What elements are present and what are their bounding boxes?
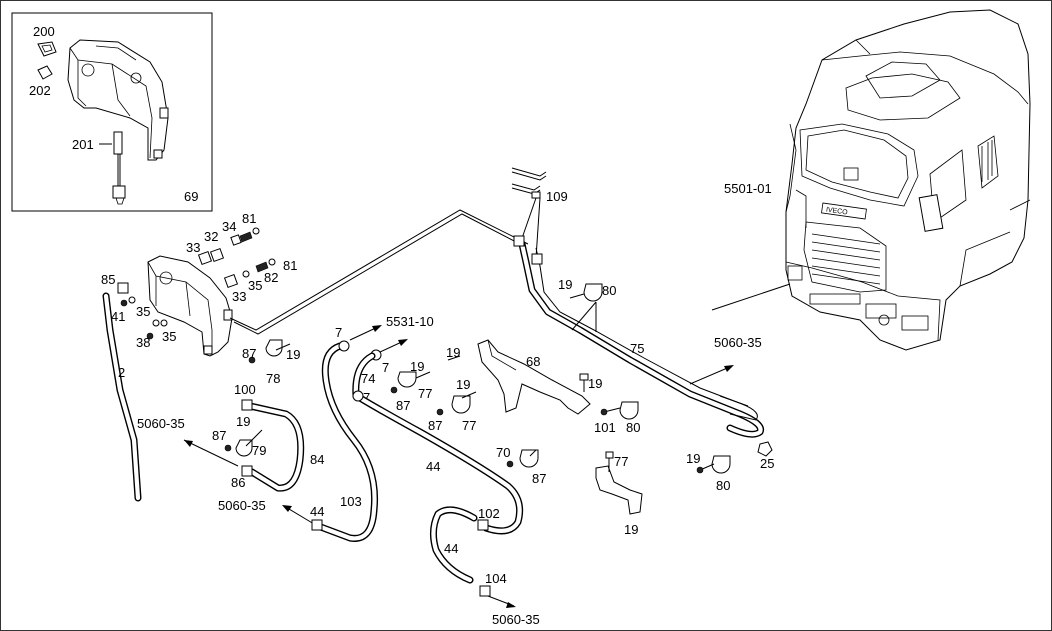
label-70: 44 bbox=[426, 459, 440, 474]
label-19-c: 19 bbox=[410, 359, 424, 374]
pipe-75 bbox=[518, 240, 765, 438]
clip-109 bbox=[511, 167, 547, 265]
label-80-b: 80 bbox=[602, 283, 616, 298]
label-19-e: 19 bbox=[456, 377, 470, 392]
label-68: 68 bbox=[526, 354, 540, 369]
label-80-c: 80 bbox=[716, 478, 730, 493]
label-201: 201 bbox=[72, 137, 94, 152]
label-78: 78 bbox=[266, 371, 280, 386]
label-84: 84 bbox=[310, 452, 324, 467]
label-44-b: 102 bbox=[478, 506, 500, 521]
label-87-d: 87 bbox=[428, 418, 442, 433]
label-101: 101 bbox=[594, 420, 616, 435]
label-19-b: 19 bbox=[236, 414, 250, 429]
label-87-c: 87 bbox=[396, 398, 410, 413]
bracket-68 bbox=[477, 339, 591, 415]
reservoir-tank bbox=[147, 255, 233, 357]
bolt-19-f bbox=[579, 373, 589, 392]
bracket-102 bbox=[595, 451, 643, 515]
label-104: 44 bbox=[444, 541, 458, 556]
label-85: 85 bbox=[101, 272, 115, 287]
fitting-25 bbox=[757, 441, 773, 457]
clip-79 bbox=[224, 429, 263, 457]
clip-80-upper bbox=[569, 283, 603, 332]
level-sensor-201 bbox=[112, 131, 126, 205]
hose-70 bbox=[352, 390, 524, 535]
label-19-a: 19 bbox=[286, 347, 300, 362]
clip-80-center bbox=[600, 401, 639, 420]
hose-103 bbox=[311, 340, 379, 542]
label-202: 202 bbox=[29, 83, 51, 98]
label-109: 109 bbox=[546, 189, 568, 204]
clip-78 bbox=[248, 339, 291, 364]
cap-part-202 bbox=[37, 65, 53, 80]
inset-detail-69: 200 202 201 69 bbox=[11, 12, 213, 212]
label-19-g: 77 bbox=[614, 454, 628, 469]
hose-84 bbox=[241, 399, 305, 492]
label-5501-01: 5501-01 bbox=[724, 181, 772, 196]
label-75: 75 bbox=[630, 341, 644, 356]
clip-77-a bbox=[390, 371, 431, 394]
label-25: 25 bbox=[760, 456, 774, 471]
arrow-5060-35-d bbox=[689, 365, 733, 385]
label-77-c: 87 bbox=[532, 471, 546, 486]
label-81-a: 81 bbox=[242, 211, 256, 226]
label-38: 38 bbox=[136, 335, 150, 350]
label-5531-10: 5531-10 bbox=[386, 314, 434, 329]
hose-104 bbox=[429, 506, 491, 597]
label-34: 34 bbox=[222, 219, 236, 234]
label-44-a: 44 bbox=[310, 504, 324, 519]
label-44-c: 104 bbox=[485, 571, 507, 586]
label-87-e: 70 bbox=[496, 445, 510, 460]
label-7-a: 7 bbox=[335, 325, 342, 340]
label-33-b: 33 bbox=[232, 289, 246, 304]
clip-77-b bbox=[436, 355, 477, 416]
label-19-h: 19 bbox=[558, 277, 572, 292]
leader-5501-01 bbox=[711, 283, 791, 311]
svg-text:IVECO: IVECO bbox=[825, 207, 848, 217]
cap-part-200 bbox=[37, 41, 57, 57]
grille-slats bbox=[811, 233, 881, 285]
reservoir-tank-inset bbox=[67, 39, 169, 161]
label-5060-35-b: 5060-35 bbox=[218, 498, 266, 513]
label-77-b: 77 bbox=[462, 418, 476, 433]
label-81-b: 81 bbox=[283, 258, 297, 273]
label-33-a: 33 bbox=[186, 240, 200, 255]
label-79: 79 bbox=[252, 443, 266, 458]
label-100: 100 bbox=[234, 382, 256, 397]
label-35-b: 35 bbox=[136, 304, 150, 319]
label-80-a: 80 bbox=[626, 420, 640, 435]
label-35-a: 35 bbox=[248, 278, 262, 293]
clip-77-c bbox=[506, 449, 539, 468]
truck-cab: IVECO bbox=[785, 9, 1031, 351]
label-82: 82 bbox=[264, 270, 278, 285]
arrow-5060-35-a bbox=[183, 439, 239, 467]
label-87-b: 87 bbox=[212, 428, 226, 443]
label-200: 200 bbox=[33, 24, 55, 39]
label-5060-35-d: 5060-35 bbox=[714, 335, 762, 350]
label-7-c: 7 bbox=[363, 390, 370, 405]
label-5060-35-c: 5060-35 bbox=[492, 612, 540, 627]
label-5060-35-a: 5060-35 bbox=[137, 416, 185, 431]
fitting-set-upper bbox=[197, 227, 276, 289]
clip-80-lower bbox=[696, 455, 731, 474]
label-103: 103 bbox=[340, 494, 362, 509]
label-19-f: 19 bbox=[588, 376, 602, 391]
label-35-c: 35 bbox=[162, 329, 176, 344]
label-102: 19 bbox=[624, 522, 638, 537]
label-69: 69 bbox=[184, 189, 198, 204]
label-19-d: 19 bbox=[446, 345, 460, 360]
label-87-a: 87 bbox=[242, 346, 256, 361]
label-41: 41 bbox=[111, 309, 125, 324]
label-86: 86 bbox=[231, 475, 245, 490]
label-19-i: 19 bbox=[686, 451, 700, 466]
label-2: 2 bbox=[118, 365, 125, 380]
label-32: 32 bbox=[204, 229, 218, 244]
fittings-left bbox=[117, 282, 168, 340]
hose-2 bbox=[102, 292, 142, 502]
label-77-a: 77 bbox=[418, 386, 432, 401]
label-74: 74 bbox=[361, 371, 375, 386]
label-7-b: 7 bbox=[382, 360, 389, 375]
